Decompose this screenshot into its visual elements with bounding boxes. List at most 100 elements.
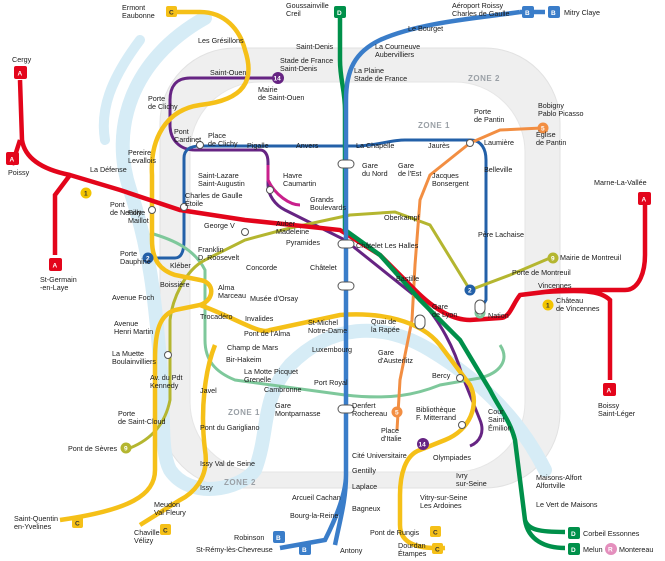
svg-text:2: 2 xyxy=(468,288,472,295)
station-label: Bercy xyxy=(432,371,451,380)
svg-text:D: D xyxy=(571,531,576,538)
zone-2-label-bottom: ZONE 2 xyxy=(224,478,256,487)
seine-river xyxy=(115,11,552,496)
station-label: Boissière xyxy=(160,280,190,289)
station-label: La Chapelle xyxy=(356,141,394,150)
station-label: Belleville xyxy=(484,165,512,174)
svg-text:14: 14 xyxy=(419,442,427,449)
badge-metro-2-dauphine: 2 xyxy=(142,252,154,264)
svg-text:A: A xyxy=(10,157,15,164)
station-label: Cambronne xyxy=(264,385,302,394)
station-label: Bir-Hakeim xyxy=(226,355,262,364)
svg-text:A: A xyxy=(642,197,647,204)
badge-metro-14-olympiades: 14 xyxy=(417,438,429,450)
rer-d-line xyxy=(337,12,566,551)
badge-rer-c-dourdan: C xyxy=(432,543,443,554)
badge-rer-d-corbeil: D xyxy=(568,527,580,539)
svg-text:B: B xyxy=(551,10,556,17)
station-label: Saint-Denis xyxy=(296,42,334,51)
station-label: Olympiades xyxy=(433,453,471,462)
badge-rer-c-chaville: C xyxy=(160,524,171,535)
station-label: Pont de l'Alma xyxy=(244,329,290,338)
station-label: Invalides xyxy=(245,314,274,323)
badge-rer-a-cergy: A xyxy=(14,66,27,79)
station-label: Porte de Montreuil xyxy=(512,268,571,277)
badge-rer-a-boissy: A xyxy=(603,383,616,396)
station-label: Châtelet Les Halles xyxy=(356,241,419,250)
station-label: Trocadéro xyxy=(200,312,233,321)
svg-text:D: D xyxy=(337,10,342,17)
station-label: St-Germain-en-Laye xyxy=(40,275,77,292)
badge-metro-5-bobigny: 5 xyxy=(537,122,549,134)
station-label: Laplace xyxy=(352,482,377,491)
station-label: Jaurès xyxy=(428,141,450,150)
svg-text:1: 1 xyxy=(546,303,550,310)
metro-5-line xyxy=(395,126,543,431)
station-label: Bagneux xyxy=(352,504,381,513)
station-label: Vincennes xyxy=(538,281,572,290)
station-label: Pont de Rungis xyxy=(370,528,420,537)
svg-text:C: C xyxy=(169,10,174,17)
station-label: Melun xyxy=(583,545,603,554)
badge-rer-a-poissy: A xyxy=(6,152,19,165)
station-label: Saint-Ouen xyxy=(210,68,246,77)
svg-text:A: A xyxy=(607,388,612,395)
station-label: Concorde xyxy=(246,263,277,272)
station-label: Issy Val de Seine xyxy=(200,459,255,468)
station-label: Pigalle xyxy=(247,141,269,150)
svg-text:C: C xyxy=(163,528,168,535)
station-label: Le Vert de Maisons xyxy=(536,500,598,509)
station-label: Mitry Claye xyxy=(564,8,600,17)
station-label: Les Grésillons xyxy=(198,36,244,45)
svg-text:R: R xyxy=(608,547,613,554)
seine-river-north xyxy=(98,35,145,145)
svg-text:14: 14 xyxy=(274,76,282,83)
badge-r-montereau: R xyxy=(605,543,617,555)
station-label: Pont de Sèvres xyxy=(68,444,118,453)
badge-metro-5-place-italie: 5 xyxy=(391,406,403,418)
station-label: Avenue Foch xyxy=(112,293,154,302)
svg-text:5: 5 xyxy=(541,126,545,133)
station-label: La Défense xyxy=(90,165,127,174)
station-label: Issy xyxy=(200,483,213,492)
station-label: Port Royal xyxy=(314,378,348,387)
svg-text:C: C xyxy=(433,530,438,537)
svg-text:B: B xyxy=(302,547,307,554)
badge-rer-d-goussainville: D xyxy=(334,6,346,18)
badge-rer-c-st-quentin: C xyxy=(72,517,83,528)
zone-2-label-top: ZONE 2 xyxy=(468,74,500,83)
